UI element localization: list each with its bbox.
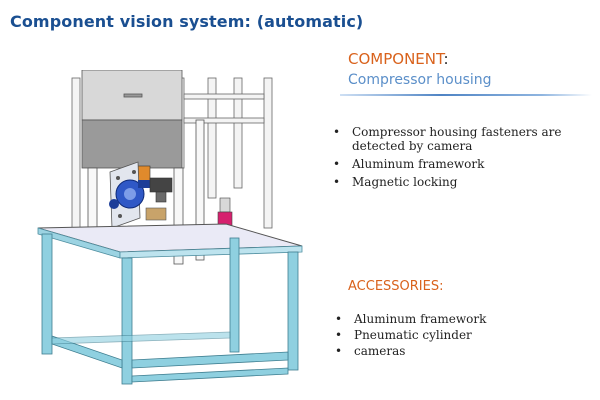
list-item: Aluminum framework bbox=[328, 157, 590, 171]
component-heading: COMPONENT: bbox=[348, 50, 449, 68]
cabinet bbox=[81, 70, 183, 169]
accessories-list: Aluminum framework Pneumatic cylinder ca… bbox=[330, 312, 580, 360]
table-frame bbox=[41, 233, 299, 385]
list-item: Aluminum framework bbox=[330, 312, 580, 326]
list-item: Compressor housing fasteners are detecte… bbox=[328, 125, 590, 153]
heading-underline bbox=[340, 94, 592, 96]
accessories-heading: ACCESSORIES: bbox=[348, 279, 444, 294]
base-block bbox=[145, 207, 167, 221]
list-item: cameras bbox=[330, 344, 580, 358]
list-item: Pneumatic cylinder bbox=[330, 328, 580, 342]
machine-illustration bbox=[37, 70, 303, 385]
compressor-housing-part bbox=[109, 179, 150, 209]
component-name: Compressor housing bbox=[348, 72, 492, 88]
front-columns bbox=[87, 119, 205, 265]
list-item: Magnetic locking bbox=[328, 175, 590, 189]
camera-motor bbox=[149, 177, 173, 203]
slide-title: Component vision system: (automatic) bbox=[10, 12, 364, 31]
feature-list: Compressor housing fasteners are detecte… bbox=[328, 125, 590, 193]
